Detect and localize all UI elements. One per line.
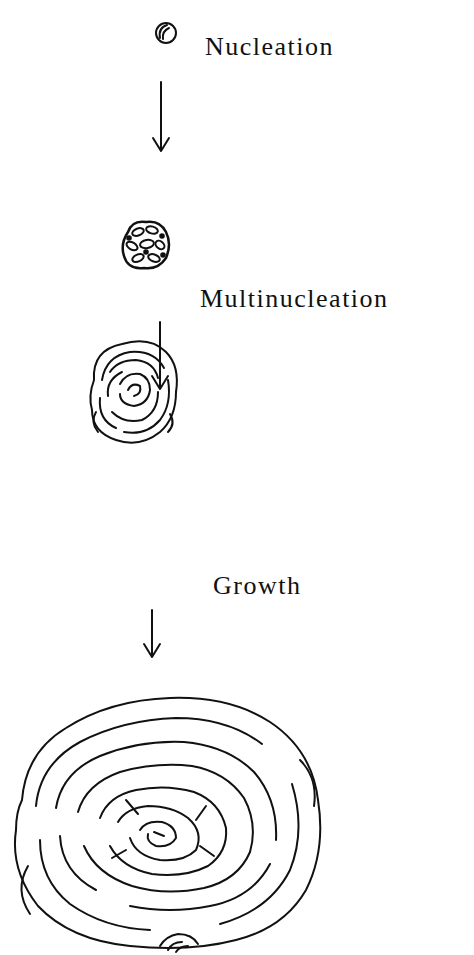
nucleus-sphere: [156, 23, 176, 43]
down-arrow: [144, 610, 160, 657]
small-crystal-aggregate: [90, 341, 176, 442]
stage-label: Growth: [213, 572, 301, 601]
stage-label-holder: Growth: [213, 572, 301, 601]
stage-label: Nucleation: [205, 33, 334, 62]
stage-label-holder: Nucleation: [205, 33, 334, 62]
stage-label: Multinucleation: [200, 285, 389, 314]
large-crystal-aggregate: [15, 698, 320, 952]
stage-label-holder: Multinucleation: [200, 285, 389, 314]
down-arrow: [153, 82, 169, 151]
multinucleated-cluster: [123, 222, 169, 269]
down-arrow: [152, 322, 168, 389]
